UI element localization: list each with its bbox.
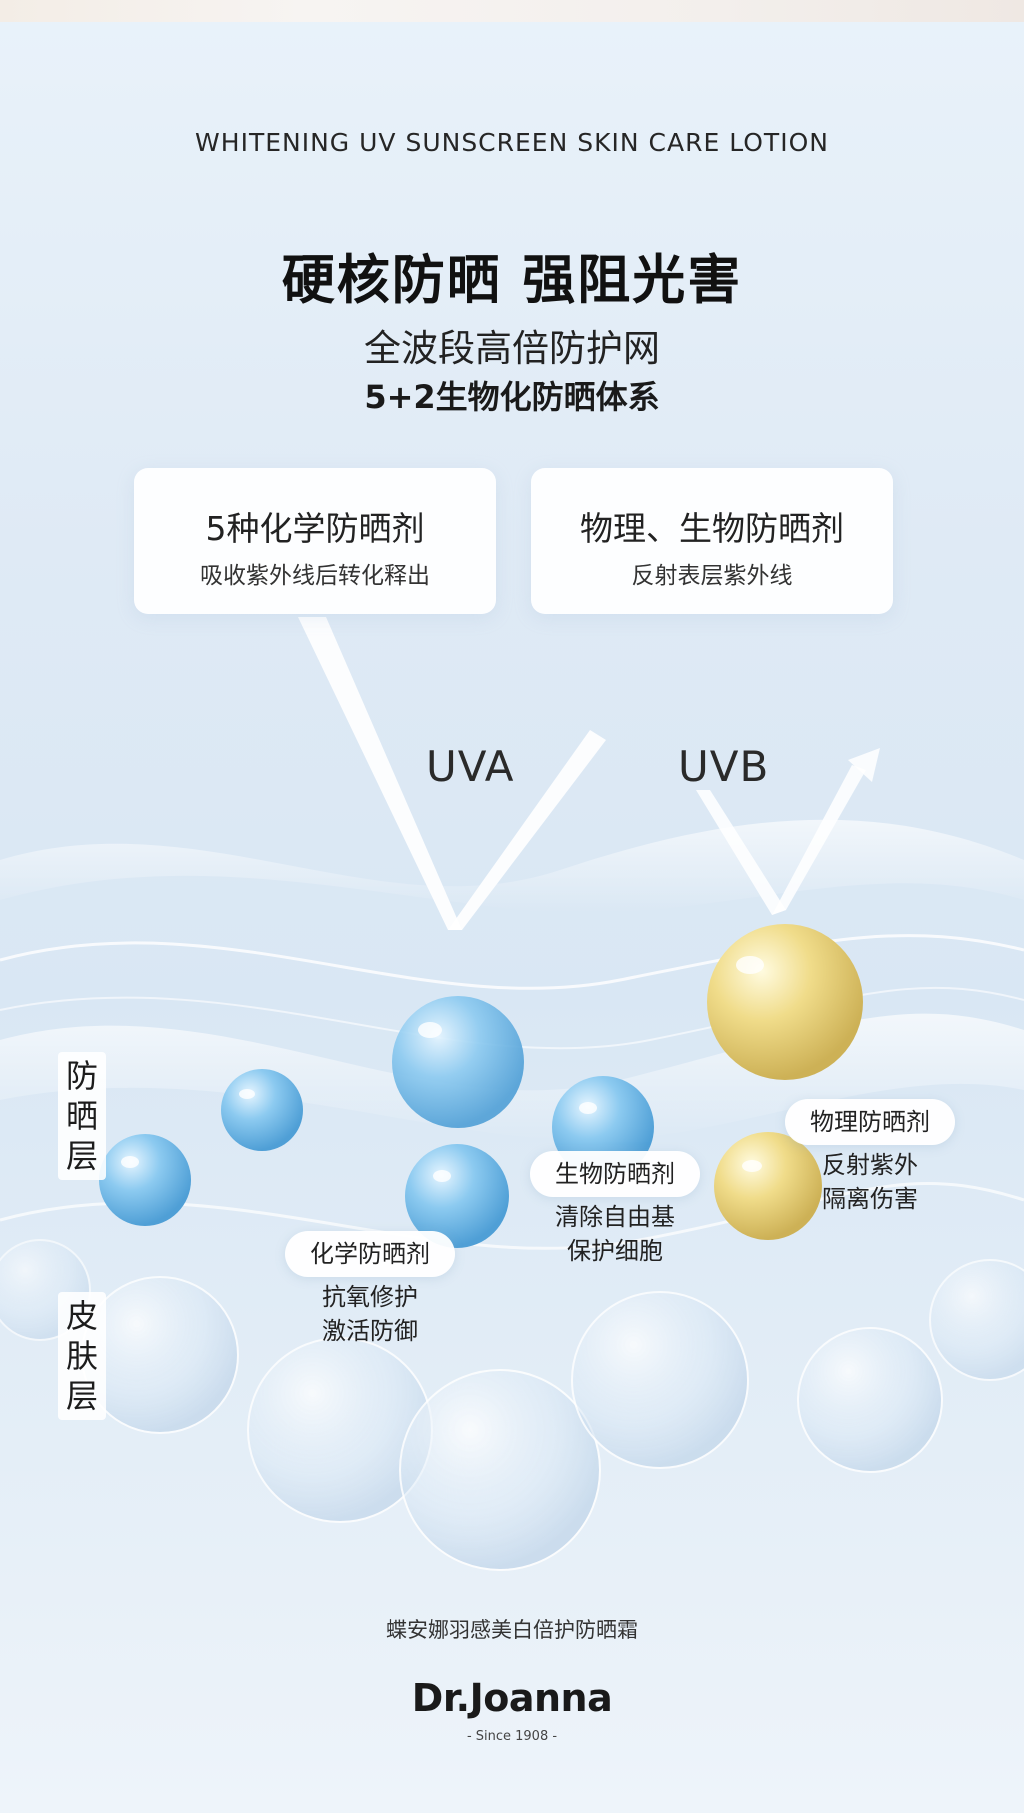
skin-bubble: [399, 1369, 601, 1571]
droplet-highlight: [742, 1160, 762, 1172]
brand-logo: Dr.Joanna: [411, 1676, 613, 1720]
blue-droplet: [99, 1134, 191, 1226]
skin-layer-label: 皮肤层: [58, 1292, 106, 1420]
wave-line: [0, 986, 1024, 1050]
gold-droplet: [714, 1132, 822, 1240]
physical-filter-card: 物理、生物防晒剂 反射表层紫外线: [531, 468, 893, 614]
physical-callout-label: 物理防晒剂: [785, 1099, 955, 1145]
blue-droplet: [221, 1069, 303, 1151]
brand-since: - Since 1908 -: [466, 1729, 558, 1744]
card-title: 5种化学防晒剂: [205, 509, 425, 548]
desc-line: 清除自由基: [555, 1203, 675, 1231]
wave-band: [0, 819, 1024, 914]
skin-bubble: [797, 1327, 943, 1473]
chemical-callout-desc: 抗氧修护 激活防御: [290, 1280, 450, 1348]
gold-droplet: [707, 924, 863, 1080]
uvb-label: UVB: [678, 742, 770, 791]
droplet-highlight: [239, 1089, 255, 1099]
card-desc: 吸收紫外线后转化释出: [200, 563, 430, 589]
biological-callout-label: 生物防晒剂: [530, 1151, 700, 1197]
top-strip: [0, 0, 1024, 22]
uva-ray: [298, 617, 462, 930]
droplet-highlight: [579, 1102, 597, 1114]
blue-droplet: [405, 1144, 509, 1248]
headline: 硬核防晒 强阻光害: [281, 250, 743, 311]
protect-layer-label: 防晒层: [58, 1052, 106, 1180]
card-title: 物理、生物防晒剂: [580, 509, 844, 548]
card-desc: 反射表层紫外线: [631, 563, 793, 589]
uvb-ray: [696, 790, 786, 915]
product-name: 蝶安娜羽感美白倍护防晒霜: [386, 1618, 638, 1642]
uvb-ray: [772, 765, 866, 915]
desc-line: 隔离伤害: [822, 1185, 918, 1213]
wave-line: [0, 1181, 1024, 1250]
chemical-filter-card: 5种化学防晒剂 吸收紫外线后转化释出: [134, 468, 496, 614]
wave-line: [0, 934, 1024, 990]
uva-ray: [448, 730, 606, 930]
chemical-callout-label: 化学防晒剂: [285, 1231, 455, 1277]
physical-callout-desc: 反射紫外 隔离伤害: [790, 1148, 950, 1216]
uva-label: UVA: [426, 742, 515, 791]
droplet-highlight: [736, 956, 764, 974]
skin-bubble: [571, 1291, 749, 1469]
desc-line: 激活防御: [322, 1317, 418, 1345]
desc-line: 保护细胞: [567, 1237, 663, 1265]
skin-bubble: [929, 1259, 1024, 1381]
uvb-arrowhead: [848, 748, 880, 782]
blue-droplet: [392, 996, 524, 1128]
subtitle-bold: 5+2生物化防晒体系: [364, 378, 660, 416]
droplet-highlight: [433, 1170, 451, 1182]
biological-callout-desc: 清除自由基 保护细胞: [535, 1200, 695, 1268]
droplet-highlight: [121, 1156, 139, 1168]
subtitle: 全波段高倍防护网: [364, 327, 660, 370]
english-title: WHITENING UV SUNSCREEN SKIN CARE LOTION: [195, 128, 829, 157]
desc-line: 抗氧修护: [322, 1283, 418, 1311]
droplet-highlight: [418, 1022, 442, 1038]
desc-line: 反射紫外: [822, 1151, 918, 1179]
